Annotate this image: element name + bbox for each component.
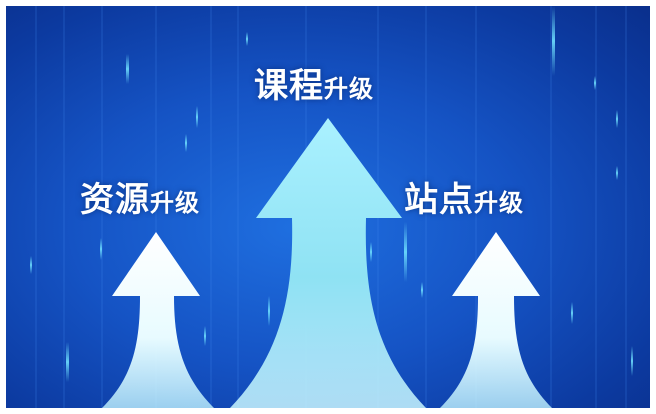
up-arrow-icon: [230, 118, 426, 408]
banner: 课程升级 资源升级 站点升级: [6, 6, 650, 408]
up-arrow-icon: [102, 232, 214, 408]
site-label-main: 站点: [404, 180, 474, 220]
course-label-suffix: 升级: [324, 75, 374, 103]
arrows: [102, 118, 552, 408]
resource-label-suffix: 升级: [150, 189, 200, 217]
site-upgrade-label: 站点升级: [404, 172, 524, 221]
resource-label-main: 资源: [80, 180, 150, 220]
course-upgrade-label: 课程升级: [254, 58, 374, 107]
up-arrow-icon: [440, 232, 552, 408]
light-streaks: [30, 6, 633, 408]
resource-upgrade-label: 资源升级: [80, 172, 200, 221]
course-label-main: 课程: [254, 66, 324, 106]
site-label-suffix: 升级: [474, 189, 524, 217]
